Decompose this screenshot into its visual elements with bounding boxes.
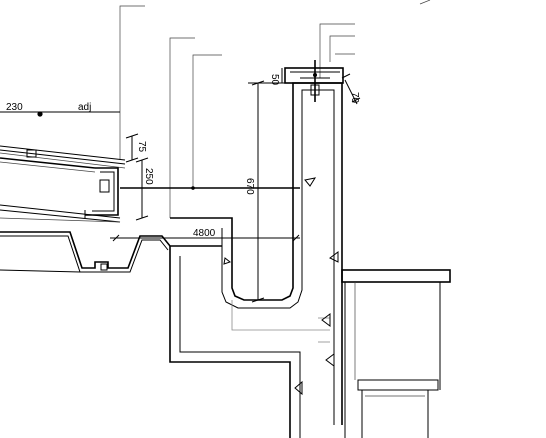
dim-670: 670 <box>244 178 255 195</box>
dim-70: 70 <box>349 92 360 104</box>
right-block <box>341 269 451 438</box>
dim-4800: 4800 <box>193 228 216 239</box>
dimension-lines <box>110 68 361 303</box>
dim-250: 250 <box>143 168 154 185</box>
roof-panel <box>0 111 126 173</box>
dim-230: 230 <box>6 102 23 113</box>
purlin-channel <box>84 167 119 218</box>
concrete-hatch <box>223 177 339 396</box>
gutter-section <box>169 82 343 438</box>
leader-lines <box>119 0 431 218</box>
dim-75: 75 <box>136 141 147 153</box>
dim-adj: adj <box>78 102 91 113</box>
dim-50: 50 <box>269 74 280 86</box>
capping <box>284 60 344 102</box>
dimension-texts: 230 adj 75 250 670 4800 50 70 <box>6 74 360 239</box>
